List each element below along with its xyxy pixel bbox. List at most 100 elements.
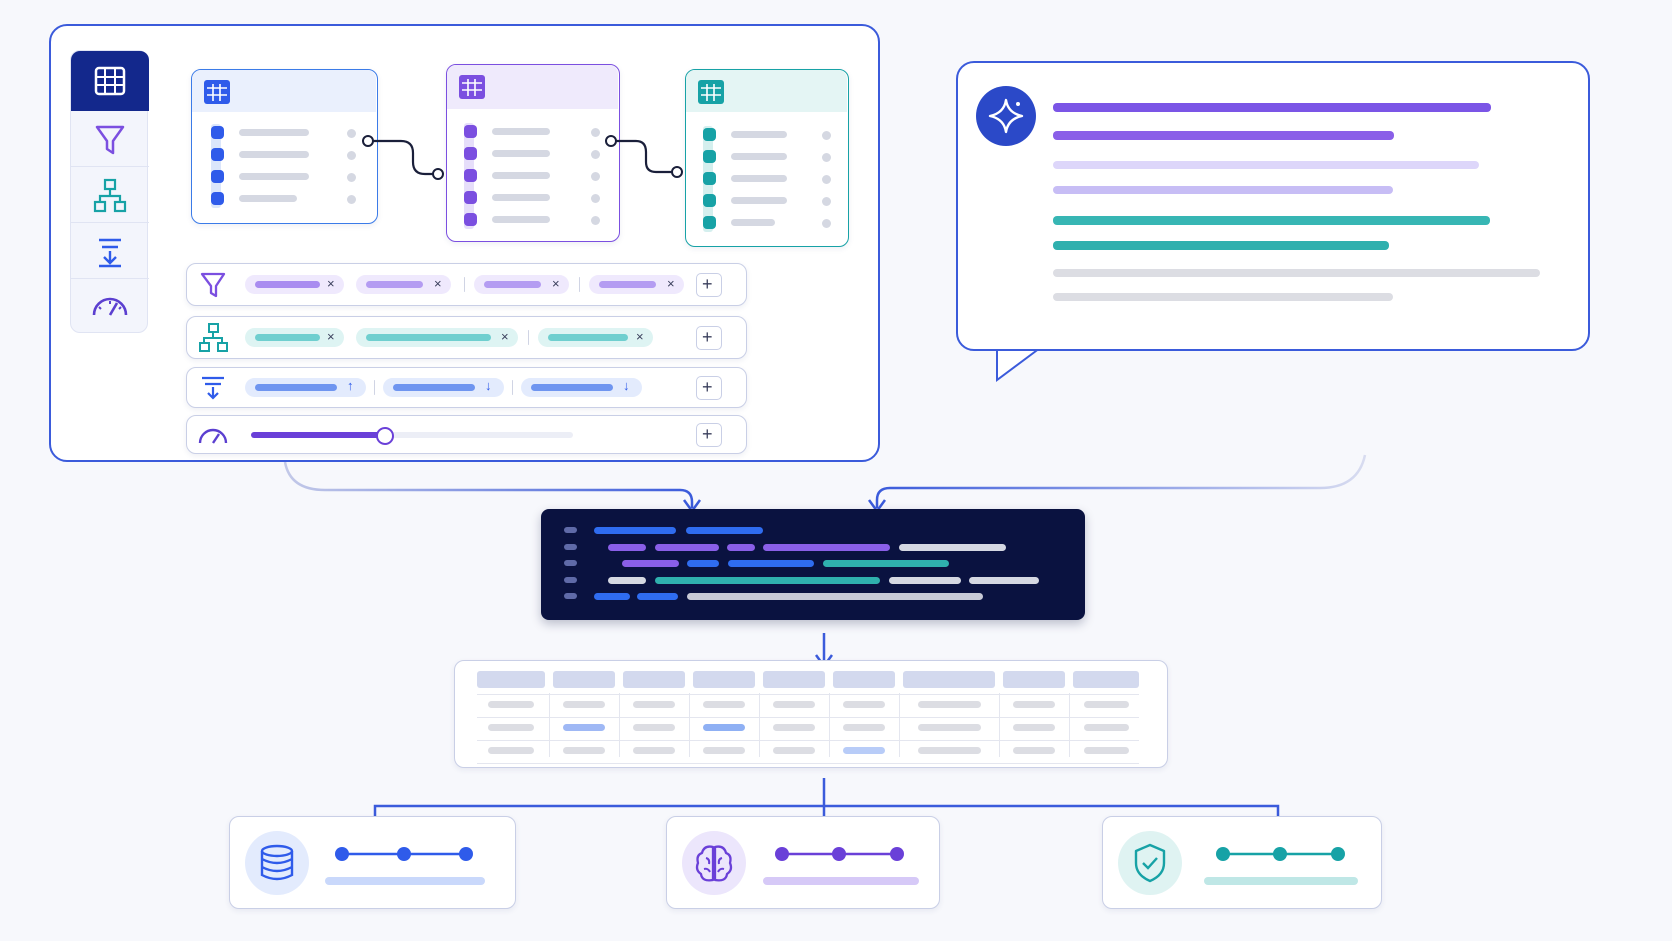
- source-table-3[interactable]: [685, 69, 849, 247]
- filter-row[interactable]: × × × × +: [186, 263, 747, 306]
- rail-group-button[interactable]: [71, 167, 149, 223]
- query-builder-panel: × × × × + × × × + ↑ ↓ ↓ + +: [49, 24, 880, 462]
- pipeline-steps: [1216, 847, 1345, 861]
- rail-sort-button[interactable]: [71, 223, 149, 279]
- filter-icon: [95, 125, 125, 155]
- filter-chip[interactable]: ×: [356, 275, 451, 294]
- plus-icon: +: [702, 274, 713, 294]
- remove-chip-icon[interactable]: ×: [667, 276, 675, 291]
- column-divider: [759, 693, 760, 757]
- sort-chip[interactable]: ↑: [245, 378, 366, 397]
- builder-to-code-connector: [283, 461, 694, 508]
- builder-tool-rail: [70, 50, 149, 334]
- output-card-ml[interactable]: [666, 816, 940, 909]
- ascending-arrow-icon[interactable]: ↑: [347, 378, 354, 393]
- assistant-avatar: [976, 86, 1036, 146]
- table-grid-icon: [459, 75, 485, 99]
- line-marker: [564, 560, 577, 566]
- table-cell: [1084, 747, 1129, 754]
- rail-table-button[interactable]: [71, 51, 149, 111]
- remove-chip-icon[interactable]: ×: [636, 329, 644, 344]
- sort-row[interactable]: ↑ ↓ ↓ +: [186, 367, 747, 408]
- rail-performance-button[interactable]: [71, 279, 149, 334]
- table-cell: [918, 724, 981, 731]
- remove-chip-icon[interactable]: ×: [327, 329, 335, 344]
- table-header-cell: [477, 671, 545, 688]
- sort-chip[interactable]: ↓: [383, 378, 504, 397]
- shield-check-icon: [1118, 831, 1182, 895]
- table-cell: [843, 701, 885, 708]
- remove-chip-icon[interactable]: ×: [501, 329, 509, 344]
- table-grid-icon: [204, 80, 230, 104]
- table-header-cell: [623, 671, 685, 688]
- plus-icon: +: [702, 424, 713, 444]
- rail-filter-button[interactable]: [71, 111, 149, 167]
- table-cell: [563, 724, 605, 731]
- table-cell: [773, 701, 815, 708]
- source-table-1[interactable]: [191, 69, 378, 224]
- limit-row[interactable]: +: [186, 415, 747, 454]
- row-divider: [477, 763, 1139, 764]
- response-line: [1053, 103, 1491, 112]
- response-line: [1053, 186, 1393, 194]
- pipeline-steps: [775, 847, 904, 861]
- source-table-2[interactable]: [446, 64, 620, 242]
- column-divider: [549, 693, 550, 757]
- table-cell: [1013, 701, 1055, 708]
- group-chip[interactable]: ×: [245, 328, 344, 347]
- table-header-cell: [763, 671, 825, 688]
- table-header-cell: [693, 671, 755, 688]
- limit-slider-handle[interactable]: [376, 427, 395, 445]
- filter-chip[interactable]: ×: [474, 275, 569, 294]
- table-cell: [703, 747, 745, 754]
- row-divider: [477, 740, 1139, 741]
- response-line: [1053, 131, 1394, 140]
- filter-chip[interactable]: ×: [245, 275, 344, 294]
- descending-arrow-icon[interactable]: ↓: [623, 378, 630, 393]
- response-line: [1053, 241, 1389, 250]
- table-header-cell: [1073, 671, 1139, 688]
- line-marker: [564, 593, 577, 599]
- table-cell: [918, 701, 981, 708]
- output-card-governance[interactable]: [1102, 816, 1382, 909]
- group-chip[interactable]: ×: [356, 328, 518, 347]
- add-limit-button[interactable]: +: [696, 423, 722, 447]
- group-chip[interactable]: ×: [538, 328, 653, 347]
- sort-chip[interactable]: ↓: [521, 378, 642, 397]
- limit-slider-track[interactable]: [251, 432, 573, 438]
- table-cell: [633, 724, 675, 731]
- table-cell: [703, 724, 745, 731]
- column-divider: [1069, 693, 1070, 757]
- table-cell: [633, 747, 675, 754]
- table-cell: [488, 701, 534, 708]
- table-header-cell: [903, 671, 995, 688]
- response-line: [1053, 269, 1540, 277]
- add-sort-button[interactable]: +: [696, 376, 722, 400]
- filter-icon: [200, 272, 226, 298]
- output-card-database[interactable]: [229, 816, 516, 909]
- table-header-cell: [553, 671, 615, 688]
- line-marker: [564, 577, 577, 583]
- filter-chip[interactable]: ×: [589, 275, 684, 294]
- table-cell: [488, 724, 534, 731]
- table-cell: [843, 724, 885, 731]
- row-divider: [477, 717, 1139, 718]
- remove-chip-icon[interactable]: ×: [552, 276, 560, 291]
- response-line: [1053, 293, 1393, 301]
- descending-arrow-icon[interactable]: ↓: [485, 378, 492, 393]
- pipeline-steps: [335, 847, 473, 861]
- sparkle-icon: [988, 98, 1024, 134]
- table-header-cell: [1003, 671, 1065, 688]
- gauge-icon: [92, 297, 128, 316]
- remove-chip-icon[interactable]: ×: [327, 276, 335, 291]
- add-filter-button[interactable]: +: [696, 273, 722, 297]
- group-by-row[interactable]: × × × +: [186, 316, 747, 359]
- hierarchy-icon: [93, 178, 127, 213]
- add-group-button[interactable]: +: [696, 326, 722, 350]
- table-cell: [563, 747, 605, 754]
- sort-icon: [202, 376, 224, 400]
- table-cell: [1084, 701, 1129, 708]
- brain-icon: [682, 831, 746, 895]
- remove-chip-icon[interactable]: ×: [434, 276, 442, 291]
- table-cell: [773, 724, 815, 731]
